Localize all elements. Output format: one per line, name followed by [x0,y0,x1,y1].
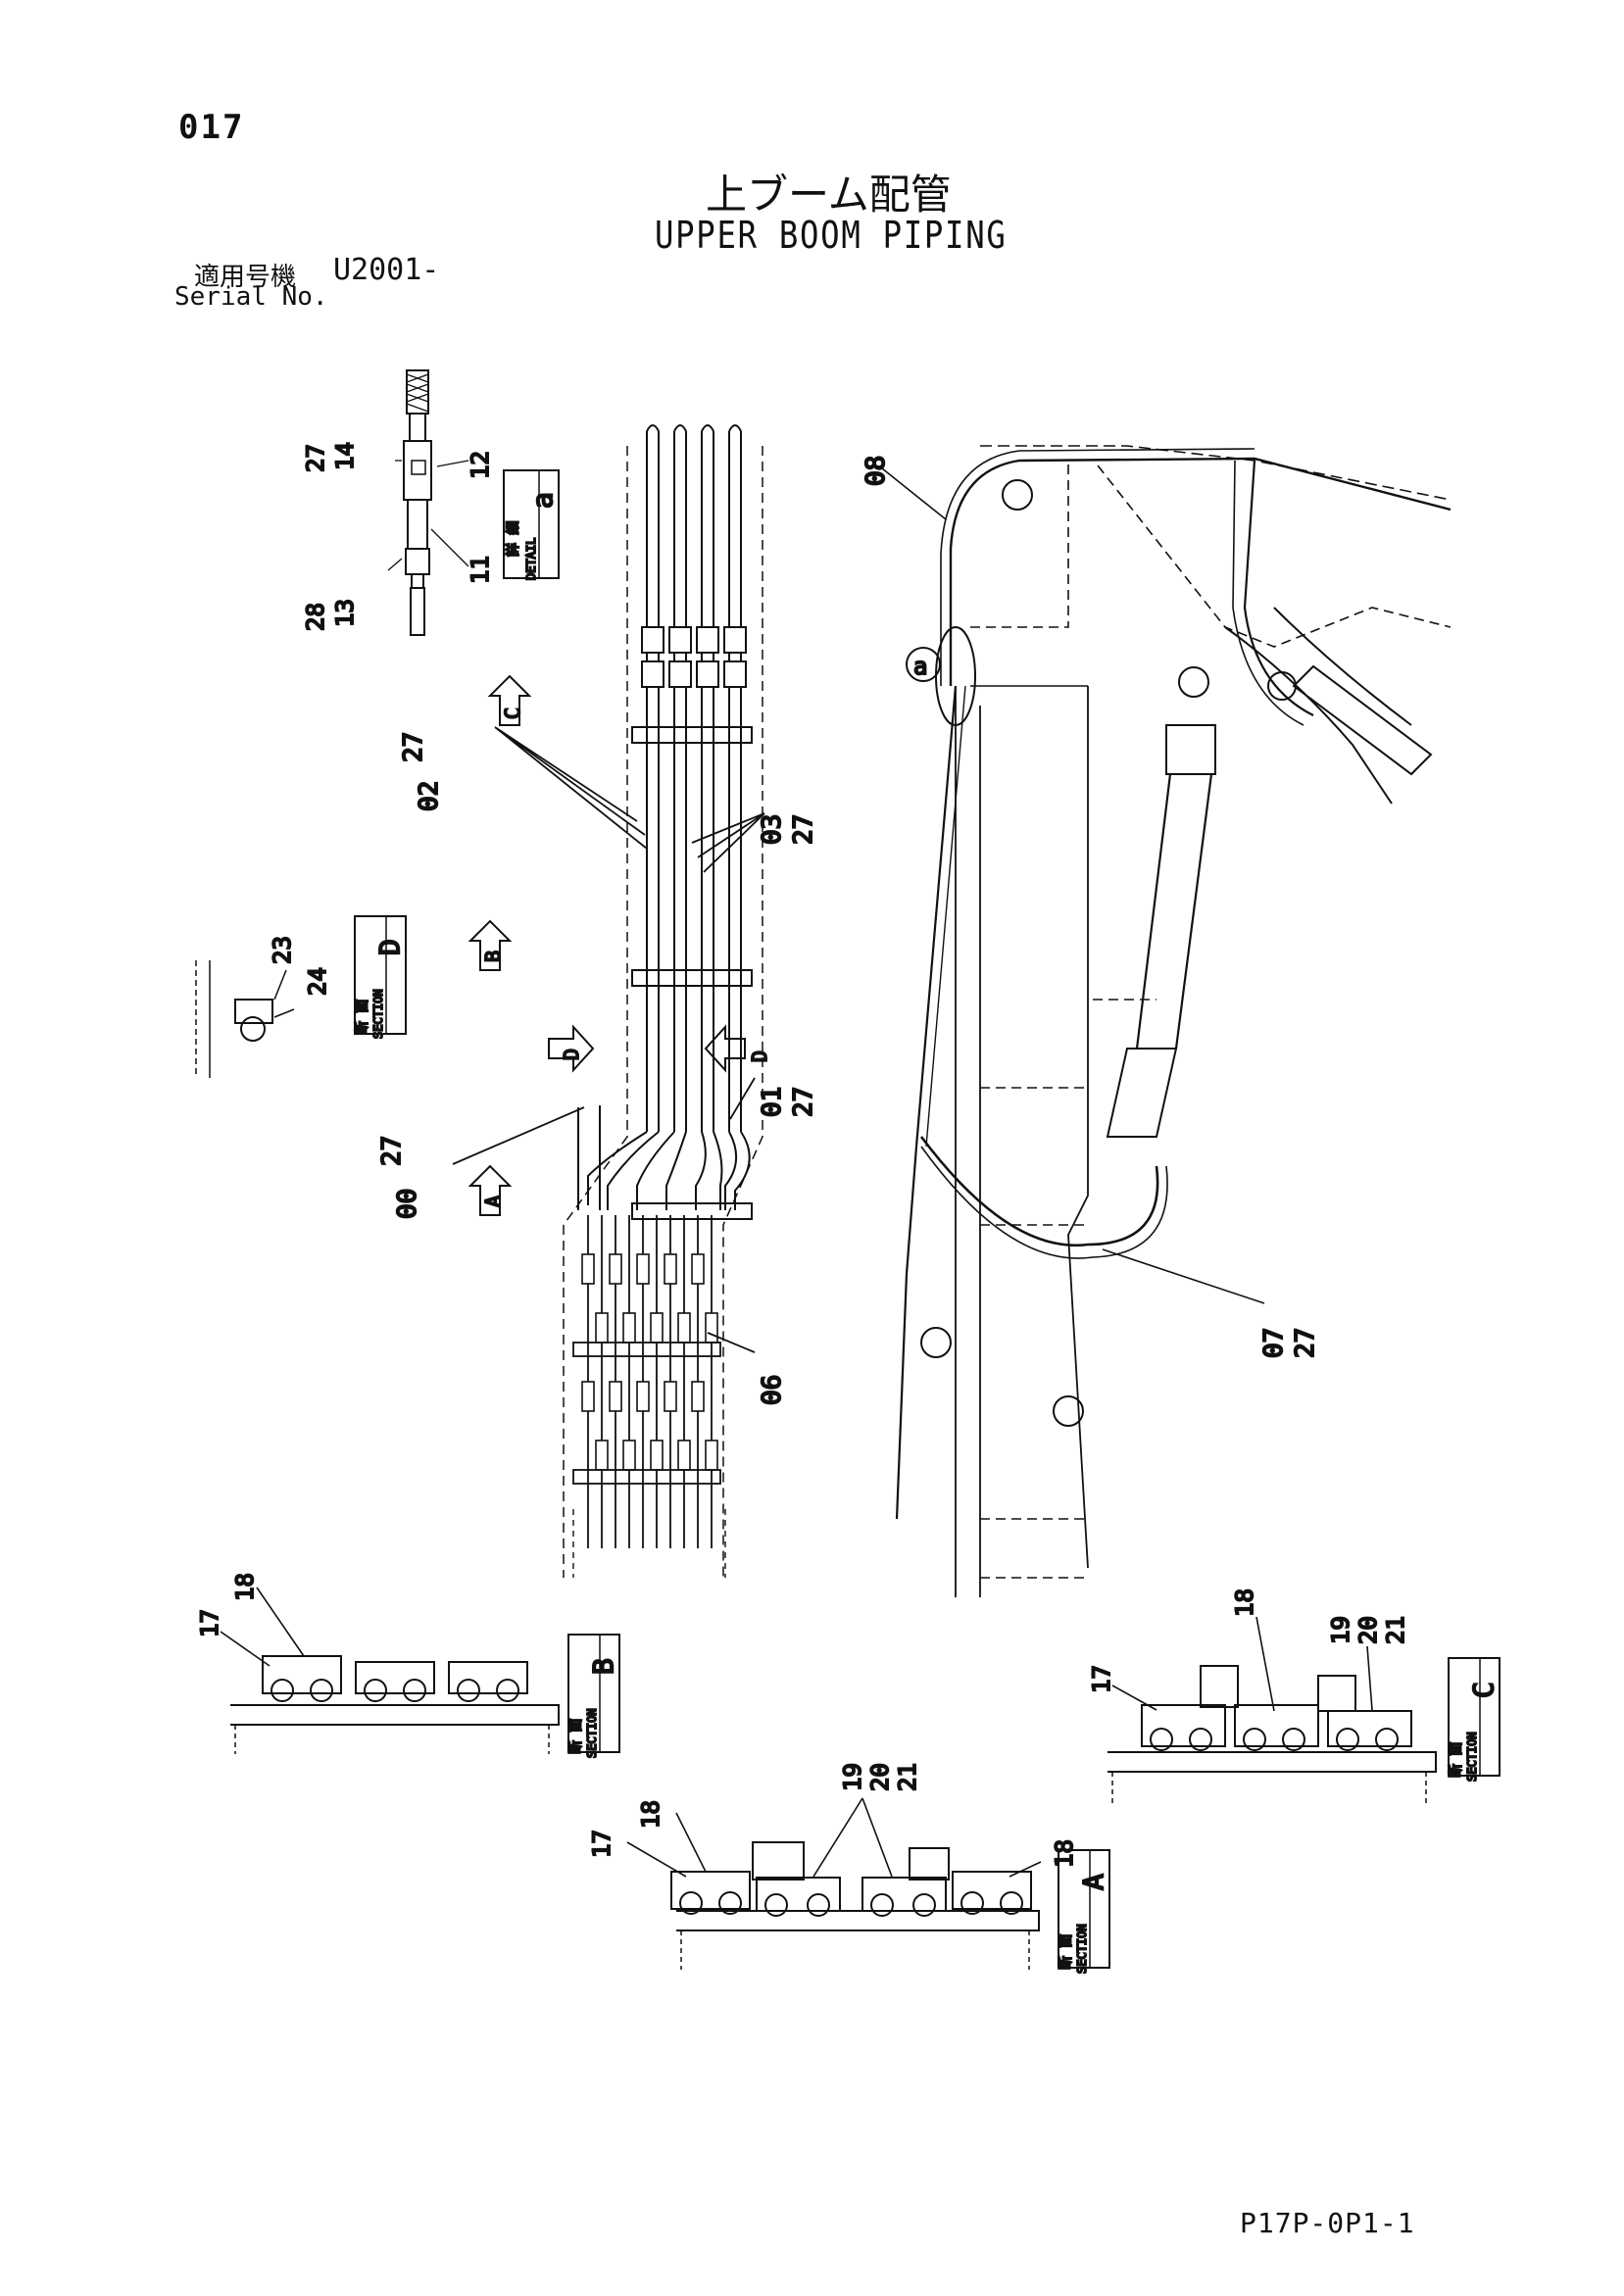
boom-side-elevation [881,445,1452,1597]
callout-19: 19 [839,1763,866,1791]
callout-20: 20 [1354,1616,1382,1644]
callout-01: 01 [758,1087,787,1117]
section-c-label: 断 面 SECTION C [1448,1657,1501,1783]
callout-14: 14 [331,442,359,470]
svg-text:A: A [1077,1874,1109,1890]
callout-18: 18 [1231,1588,1258,1617]
callout-27: 27 [399,732,428,762]
section-d-view [195,960,295,1078]
callout-18: 18 [1051,1839,1078,1868]
detail-label-english: DETAIL [524,538,538,580]
svg-text:SECTION: SECTION [1465,1732,1479,1782]
view-arrow-b: B [468,919,513,971]
callout-00: 00 [393,1189,422,1219]
svg-text:D: D [560,1049,583,1060]
svg-text:C: C [501,708,524,719]
callout-11: 11 [467,556,494,584]
callout-13: 13 [331,599,359,627]
callout-24: 24 [304,967,331,996]
callout-27: 27 [789,1087,818,1117]
callout-08: 08 [861,456,891,486]
serial-label-japanese: 適用号機 [194,263,297,292]
section-a-label: 断 面 SECTION A [1058,1849,1110,1975]
callout-18: 18 [231,1573,259,1601]
detail-a-fitting [387,369,469,636]
callout-bubble-a: a [913,653,927,680]
callout-02: 02 [415,781,444,811]
serial-number-value: U2001- [333,253,440,287]
svg-text:SECTION: SECTION [1075,1924,1089,1974]
callout-06: 06 [758,1375,787,1405]
detail-letter: a [526,492,559,509]
page-number: 017 [178,108,245,147]
view-arrow-c: C [487,674,532,726]
svg-text:B: B [481,951,505,962]
page-title-english: UPPER BOOM PIPING [655,214,1008,257]
svg-text:断 面: 断 面 [568,1719,584,1754]
svg-text:SECTION: SECTION [371,989,385,1039]
callout-21: 21 [894,1763,921,1791]
svg-text:B: B [587,1658,619,1675]
callout-20: 20 [866,1763,894,1791]
section-b-label: 断 面 SECTION B [567,1634,620,1759]
callout-23: 23 [269,936,296,964]
serial-label-english: Serial No. [174,282,328,312]
drawing-code: P17P-0P1-1 [1240,2207,1415,2239]
svg-text:D: D [373,939,406,955]
callout-17: 17 [588,1830,615,1858]
callout-27: 27 [377,1136,407,1166]
hose-bundle-plan-view [452,424,765,1578]
view-arrow-d-left: D [548,1024,595,1073]
callout-12: 12 [467,451,494,479]
callout-03: 03 [758,814,787,845]
detail-a-label: 詳 細 DETAIL a [503,469,560,581]
callout-21: 21 [1382,1616,1409,1644]
svg-text:SECTION: SECTION [585,1708,599,1758]
svg-text:A: A [481,1196,505,1207]
callout-27: 27 [302,444,329,472]
callout-27: 27 [789,814,818,845]
svg-text:断 面: 断 面 [355,1000,370,1035]
callout-19: 19 [1327,1616,1354,1644]
section-c-view [1107,1616,1437,1803]
callout-17: 17 [196,1609,223,1637]
section-b-view [220,1587,560,1754]
view-arrow-a: A [468,1164,513,1216]
callout-27: 27 [1291,1328,1320,1358]
svg-text:C: C [1467,1682,1500,1698]
svg-text:断 面: 断 面 [1058,1934,1074,1970]
callout-28: 28 [302,603,329,631]
callout-18: 18 [637,1800,664,1829]
view-arrow-d-right: D [704,1024,772,1073]
svg-text:断 面: 断 面 [1449,1742,1464,1778]
detail-label-japanese: 詳 細 [506,521,521,557]
page-title-japanese: 上ブーム配管 [706,171,952,219]
section-d-label: 断 面 SECTION D [354,915,407,1040]
svg-text:D: D [748,1050,771,1062]
section-a-view [626,1797,1042,1970]
callout-17: 17 [1088,1665,1115,1693]
callout-07: 07 [1259,1328,1289,1358]
